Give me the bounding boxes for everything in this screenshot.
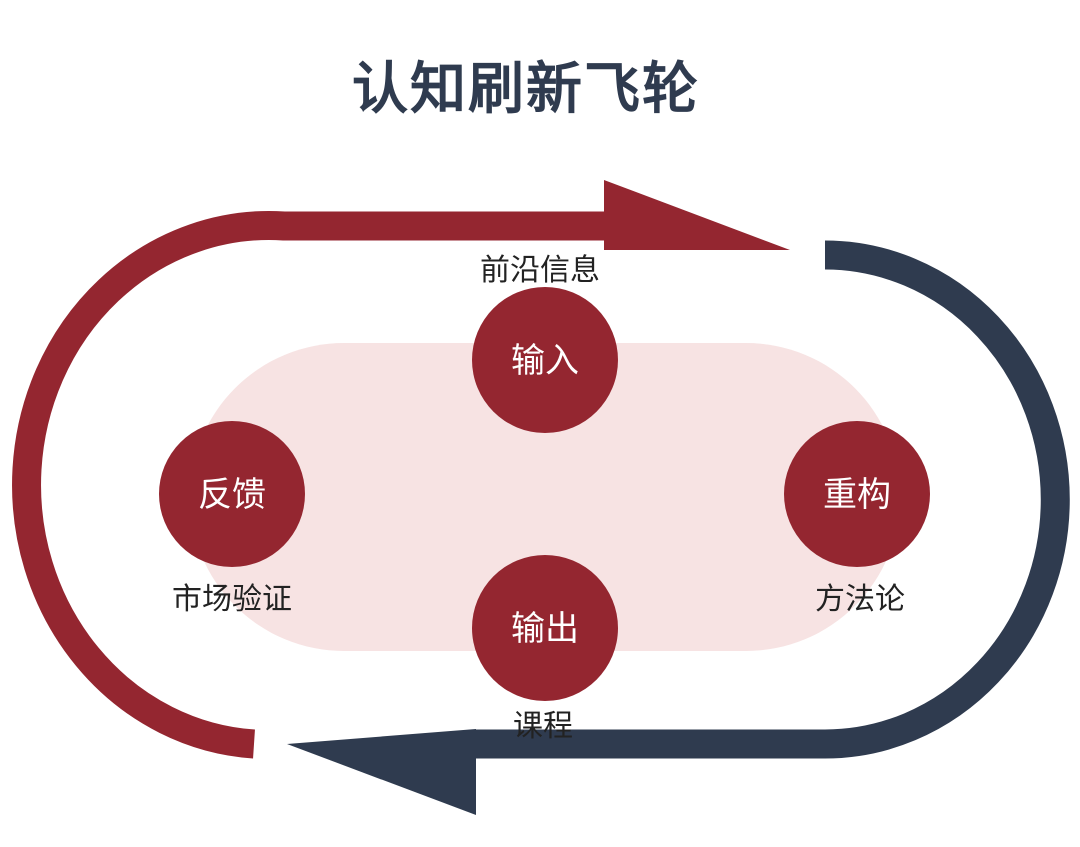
feedback-sub-label: 市场验证 [172, 582, 292, 617]
output-sub-label: 课程 [513, 709, 573, 744]
navy-arrow-head-left [287, 729, 476, 815]
restruct-node-label: 重构 [823, 475, 891, 515]
feedback-node [159, 421, 305, 567]
input-node-label: 输入 [511, 341, 579, 381]
output-node [472, 555, 618, 701]
input-node [472, 287, 618, 433]
input-sub-label: 前沿信息 [480, 253, 600, 288]
restruct-sub-label: 方法论 [815, 582, 905, 617]
navy-cycle-arc [470, 240, 1070, 759]
feedback-node-label: 反馈 [198, 475, 266, 515]
red-arrow-head-right [604, 180, 790, 250]
diagram-title: 认知刷新飞轮 [352, 57, 700, 122]
inner-track-background [190, 343, 900, 651]
restruct-node [784, 421, 930, 567]
red-cycle-arc [12, 211, 612, 759]
output-node-label: 输出 [511, 609, 579, 649]
